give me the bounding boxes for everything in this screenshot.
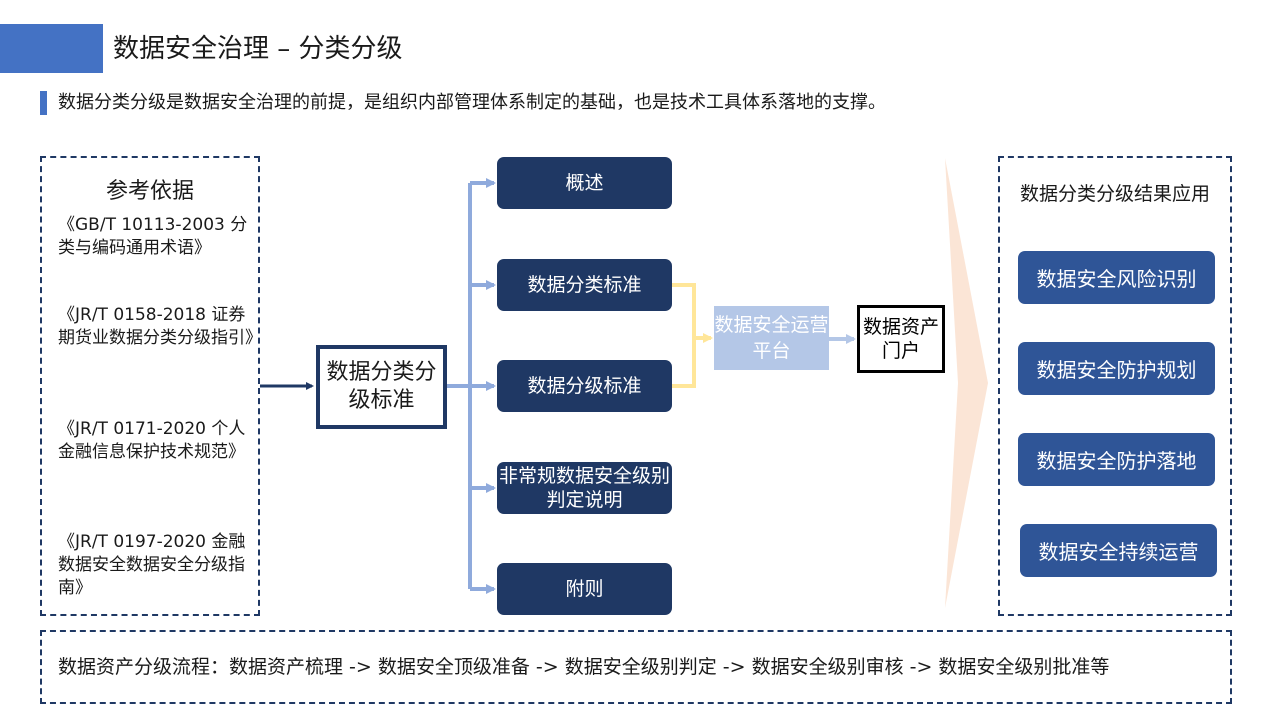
standard-item-grading: 数据分级标准: [497, 360, 672, 412]
reference-item: 《JR/T 0171-2020 个人金融信息保护技术规范》: [58, 419, 246, 462]
page-title: 数据安全治理 – 分类分级: [113, 34, 403, 64]
reference-item: 《JR/T 0197-2020 金融数据安全数据安全分级指南》: [58, 532, 246, 598]
standard-item-appendix: 附则: [497, 563, 672, 615]
grading-flow-text: 数据资产分级流程：数据资产梳理 -> 数据安全顶级准备 -> 数据安全级别判定 …: [58, 656, 1110, 678]
security-operations-platform: 数据安全运营平台: [714, 306, 829, 370]
standard-item-exceptional: 非常规数据安全级别判定说明: [497, 462, 672, 514]
standard-item-overview: 概述: [497, 157, 672, 209]
chevron-shape: [945, 158, 988, 608]
connector-items-to-platform: [672, 283, 696, 388]
reference-item: 《JR/T 0158-2018 证券期货业数据分类分级指引》: [58, 305, 262, 348]
header-accent-bar: [0, 24, 103, 73]
standard-item-classification: 数据分类标准: [497, 259, 672, 311]
references-title: 参考依据: [105, 179, 194, 204]
classification-standard-box: 数据分类分级标准: [316, 345, 447, 429]
application-item: 数据安全防护规划: [1018, 342, 1215, 395]
application-item: 数据安全持续运营: [1020, 524, 1217, 577]
page-subtitle: 数据分类分级是数据安全治理的前提，是组织内部管理体系制定的基础，也是技术工具体系…: [58, 92, 886, 113]
application-item: 数据安全防护落地: [1018, 433, 1215, 486]
application-item: 数据安全风险识别: [1018, 251, 1215, 304]
subtitle-accent-bar: [40, 91, 47, 115]
application-panel: [998, 156, 1232, 616]
reference-item: 《GB/T 10113-2003 分类与编码通用术语》: [58, 215, 248, 258]
application-title: 数据分类分级结果应用: [1019, 183, 1210, 205]
references-panel: [40, 156, 260, 616]
flow-panel: [40, 630, 1232, 704]
data-asset-portal: 数据资产门户: [857, 305, 945, 373]
